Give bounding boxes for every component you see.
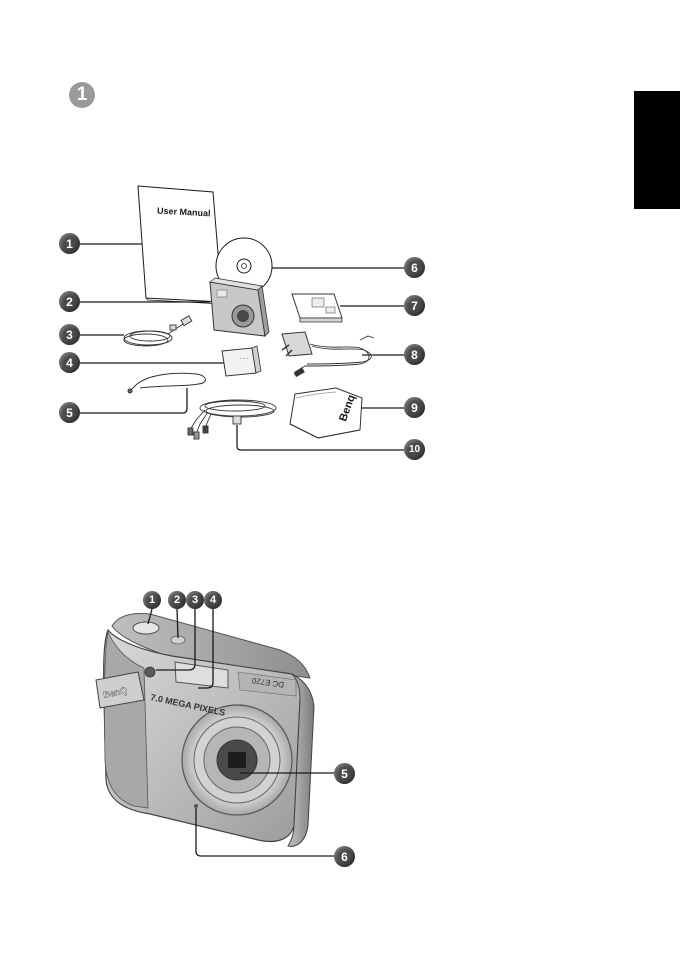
usb-cable-illustration [123,315,193,347]
callout-contents-6: 6 [404,257,425,278]
callout-camera-5: 5 [334,763,355,784]
camera-top-plate [111,613,311,679]
camera-right-side [287,673,315,847]
flash-window [174,661,229,689]
battery-illustration: ◦ ◦ ◦ [221,345,262,377]
callout-contents-10: 10 [404,439,425,460]
callout-contents-3: 3 [59,324,80,345]
callout-contents-4: 4 [59,352,80,373]
callout-contents-2: 2 [59,291,80,312]
callout-camera-4: 4 [204,591,222,609]
chapter-number-badge: 1 [69,82,95,108]
model-badge-plate [237,671,297,697]
shutter-button-shape [132,621,160,635]
callout-contents-9: 9 [404,397,425,418]
camera-leader-4 [198,609,214,689]
section-side-tab [634,91,680,209]
leader-line-10 [236,425,404,451]
wrist-strap-illustration [127,372,206,394]
lens-aperture [228,752,246,768]
svg-text:◦ ◦ ◦: ◦ ◦ ◦ [240,356,248,362]
callout-contents-7: 7 [404,295,425,316]
camera-case-illustration: Benq [289,387,363,439]
strap-badge-plate [95,671,145,709]
callout-camera-3: 3 [186,591,204,609]
af-lamp-shape [144,666,156,678]
camera-leader-3 [156,609,196,671]
callout-camera-6: 6 [334,846,355,867]
callout-contents-1: 1 [59,233,80,254]
microphone-dot [194,804,198,808]
camera-leader-6 [195,808,336,857]
ac-adapter-illustration [281,331,375,378]
camera-leader-2 [176,608,179,639]
camera-small-illustration [209,277,270,337]
battery-charger-illustration [291,293,343,323]
av-cable-illustration [187,399,277,440]
callout-camera-2: 2 [168,591,186,609]
leader-line-5 [80,388,188,414]
callout-contents-8: 8 [404,344,425,365]
callout-camera-1: 1 [143,591,161,609]
camera-leader-1 [147,608,153,625]
callout-contents-5: 5 [59,402,80,423]
